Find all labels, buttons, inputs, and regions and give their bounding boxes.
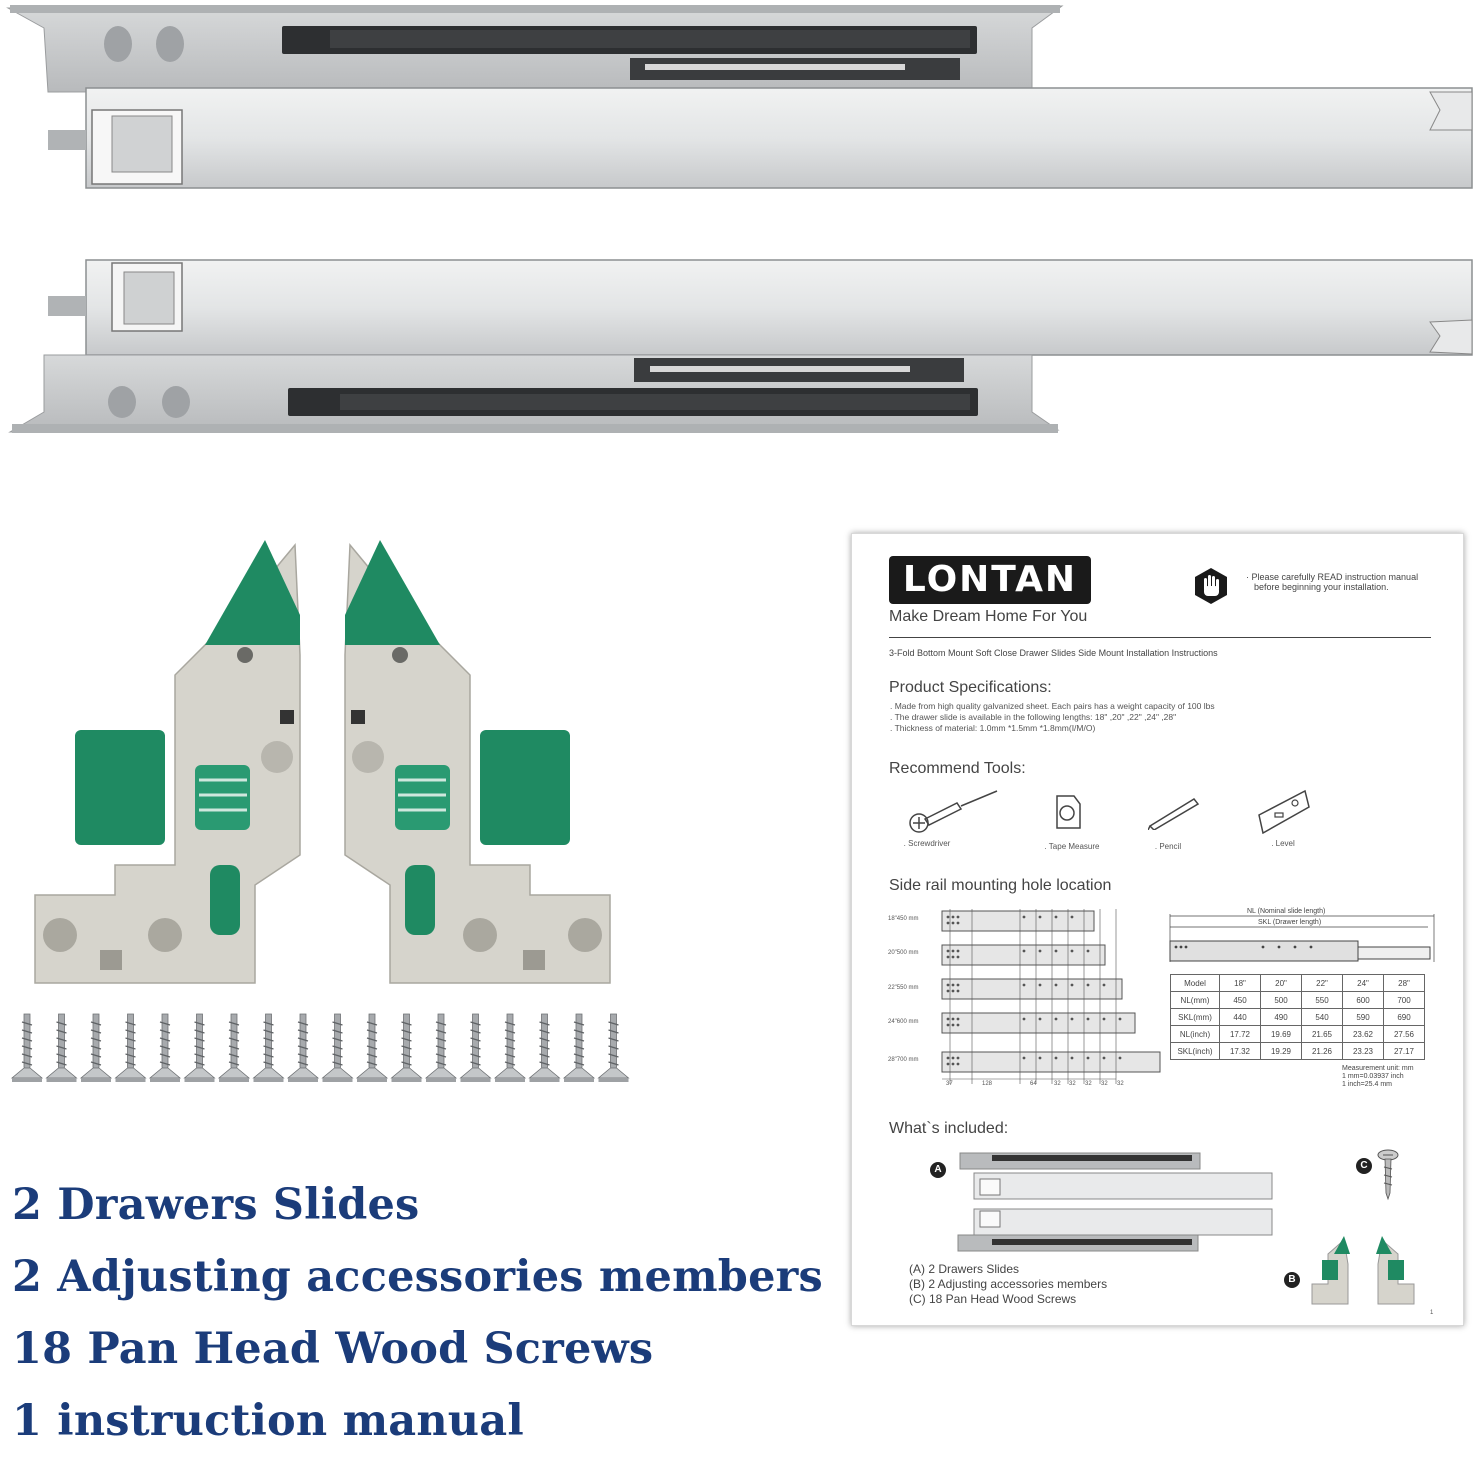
size-label: 18"450 mm [888,916,919,922]
included-line: (B) 2 Adjusting accessories members [909,1277,1108,1291]
spec-line: . Thickness of material: 1.0mm *1.5mm *1… [890,723,1096,733]
size-label: 24"600 mm [888,1019,919,1025]
included-list: (A) 2 Drawers Slides (B) 2 Adjusting acc… [909,1262,1107,1307]
included-heading: What`s included: [889,1120,1009,1137]
pencil-icon [1147,798,1200,831]
included-item: 2 Drawers Slides [12,1180,420,1230]
included-line: (C) 18 Pan Head Wood Screws [909,1292,1077,1306]
dimension-labels: 37 128 64 32 32 32 32 32 [946,1081,1124,1087]
included-item: 2 Adjusting accessories members [12,1252,823,1302]
included-item: 18 Pan Head Wood Screws [12,1324,654,1374]
measurement-note: Measurement unit: mm 1 mm=0.03937 inch 1… [1342,1065,1414,1088]
document-title: 3-Fold Bottom Mount Soft Close Drawer Sl… [889,648,1218,658]
badge-a: A [930,1162,946,1178]
tools-heading: Recommend Tools: [889,760,1026,777]
mounting-holes-diagram [941,909,1161,1084]
badge-c: C [1356,1158,1372,1174]
adjusting-brackets-image [34,540,611,984]
tool-level: . Level [1257,789,1312,848]
specs-heading: Product Specifications: [889,679,1052,696]
size-label: 20"500 mm [888,950,919,956]
spec-line: . The drawer slide is available in the f… [890,712,1177,722]
drawer-slide-rails-image [6,5,1473,433]
tool-pencil: . Pencil [1147,796,1203,851]
spec-line: . Made from high quality galvanized shee… [890,701,1215,711]
specs-list: . Made from high quality galvanized shee… [890,701,1215,734]
tape-measure-icon [1056,795,1081,829]
tool-tape-measure: . Tape Measure [1045,792,1100,851]
instruction-manual: LONTAN Make Dream Home For You · Please … [851,533,1464,1326]
screwdriver-icon [909,790,998,833]
included-rails-thumbnail [957,1152,1273,1252]
page-number: 1 [1430,1310,1434,1316]
size-label: 22"550 mm [888,985,919,991]
read-notice: · Please carefully READ instruction manu… [1246,572,1419,592]
divider [889,637,1431,638]
level-icon [1258,789,1310,835]
badge-b: B [1284,1272,1300,1288]
holes-heading: Side rail mounting hole location [889,877,1112,894]
size-label: 28"700 mm [888,1057,919,1063]
brand-logo: LONTAN [889,556,1091,604]
tool-screwdriver: . Screwdriver [904,789,1002,848]
skl-label: SKL (Drawer length) [1258,919,1322,926]
hand-stop-icon [1195,568,1227,604]
slide-length-diagram [1169,914,1435,962]
included-items-list: 2 Drawers Slides 2 Adjusting accessories… [12,1172,823,1460]
wood-screws-image [11,1013,630,1083]
screw-thumbnail-icon [1377,1149,1399,1201]
included-item: 1 instruction manual [12,1396,524,1446]
nl-label: NL (Nominal slide length) [1247,908,1326,915]
brackets-thumbnail [1311,1236,1415,1305]
included-line: (A) 2 Drawers Slides [909,1262,1020,1276]
brand-tagline: Make Dream Home For You [889,608,1088,625]
